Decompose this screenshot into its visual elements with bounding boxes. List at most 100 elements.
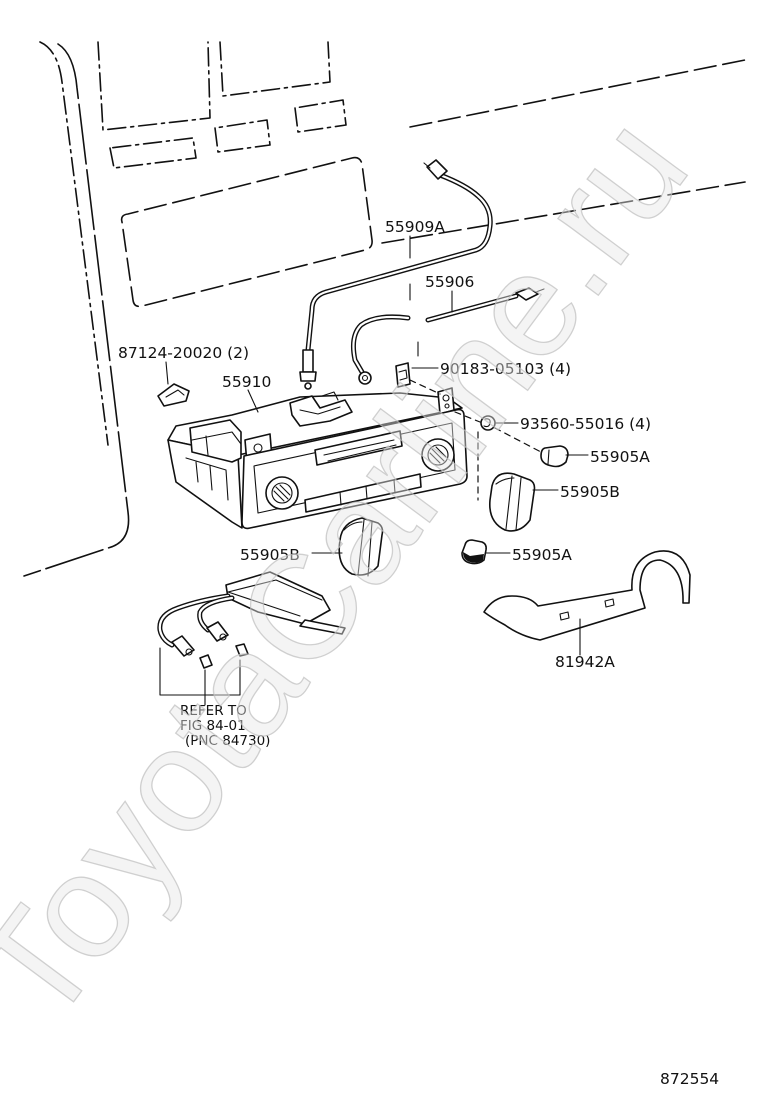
cable-end-top [426,159,448,180]
reference-note: REFER TO FIG 84-01 (PNC 84730) [180,703,270,749]
knob-socket-right-inner [427,444,449,466]
screw-93560 [480,415,496,431]
mounting-hole-left [253,443,263,453]
unit-front-bezel [241,408,468,530]
knob-ridge [357,519,373,577]
clip-90183 [395,362,411,388]
cable-right-tip [535,288,545,293]
cable-end-bottom [302,349,314,373]
dash-edge-inner [23,43,130,577]
button-row-lower [304,473,422,513]
harness-housing [225,571,331,625]
callout-93560: 93560-55016 (4) [520,415,651,433]
mechanism-block [189,419,242,463]
dash-edge-outer [39,41,109,446]
cable-end-bottom-nut [299,371,317,382]
reference-bracket [159,647,241,706]
knob-edge [547,449,550,465]
callout-55906: 55906 [425,273,474,291]
switch-outline-1 [109,137,197,169]
leader-87124 [165,361,169,385]
clip-fold [165,389,185,398]
knob-55905a-upper [540,445,569,468]
unit-side-detail [185,457,229,501]
control-cable-55906 [351,283,545,385]
knob-face [495,477,515,485]
harness-wire-2-core [198,596,234,632]
bracket-hole-2 [604,598,615,608]
clip-notch [398,369,408,381]
illumination-harness [157,571,346,706]
bracket-hole-1 [559,611,570,621]
reference-line-2: FIG 84-01 [180,718,246,734]
reference-line-3: (PNC 84730) [185,733,270,749]
display-opening-outline [120,156,373,308]
control-cable-55909a [299,159,493,390]
knob-socket-left-hatch [273,484,291,502]
clip-body [157,383,190,407]
callout-87124: 87124-20020 (2) [118,344,249,362]
control-lever-assembly [289,395,353,427]
dashboard-outline [23,41,746,577]
knob-55905b-upper [488,472,536,532]
mounting-hole-right-2 [444,403,450,409]
cable-end-bottom-tip [304,382,312,390]
screw-thread [483,418,491,428]
cable-end-top-pin [423,162,431,169]
cable-right-end [515,287,539,301]
callout-55909a: 55909A [385,218,445,236]
callouts: 55909A 55906 87124-20020 (2) 55910 90183… [118,218,651,671]
callout-90183: 90183-05103 (4) [440,360,571,378]
cable-left-end [358,371,372,385]
leader-55910 [247,389,259,413]
clip-87124 [157,383,190,407]
control-lever-detail [299,391,341,415]
cable-left-end-inner [361,374,369,382]
callout-55910: 55910 [222,373,271,391]
mounting-hole-right-1 [442,394,450,402]
bracket-81942a [483,550,691,641]
assembly-line-clip [409,379,441,395]
callout-55905b-upper: 55905B [560,483,620,501]
dash-mid-line [381,181,746,244]
bulb-1 [199,654,213,669]
mode-slot-upper-detail [323,439,397,462]
assembly-line-screw-knob [494,427,542,453]
knob-ridge [505,475,522,531]
knob-shadow [463,552,484,563]
button-row-dividers [339,479,396,506]
knob-body [540,445,569,468]
bulb-2 [235,643,249,657]
harness-wire-1-core [158,594,230,647]
bulb-socket-1-end [185,648,193,656]
bulb-socket-2 [206,621,229,642]
callout-55905a-upper: 55905A [590,448,650,466]
figure-number: 872554 [660,1070,719,1088]
harness-housing-edge [227,579,323,617]
reference-line-1: REFER TO [180,703,247,719]
cable-body-core [306,173,492,352]
assembly-line-unit-screw [454,411,481,423]
cable-right-core [426,294,518,322]
heater-control-unit-55910 [167,387,468,530]
knob-55905a-lower [461,539,487,565]
vent-outline-left [97,41,211,131]
knob-55905b-lower [338,517,384,577]
bracket-body [483,550,691,641]
knob-face [343,521,363,531]
watermark: ToyotaCarline.ru [0,88,719,1052]
knob-body [488,472,536,532]
bulb-socket-2-end [219,633,227,641]
assembly-lines [409,379,542,501]
vent-outline-right [219,41,331,97]
leader-lines [165,235,589,656]
cable-left-core [352,315,410,374]
mechanism-block-detail [191,431,242,456]
knob-socket-right-hatch [429,446,447,464]
bulb-socket-1 [171,635,195,657]
callout-81942a: 81942A [555,653,615,671]
harness-tab [299,619,346,635]
callout-55905a-lower: 55905A [512,546,572,564]
switch-outline-2 [214,119,271,153]
